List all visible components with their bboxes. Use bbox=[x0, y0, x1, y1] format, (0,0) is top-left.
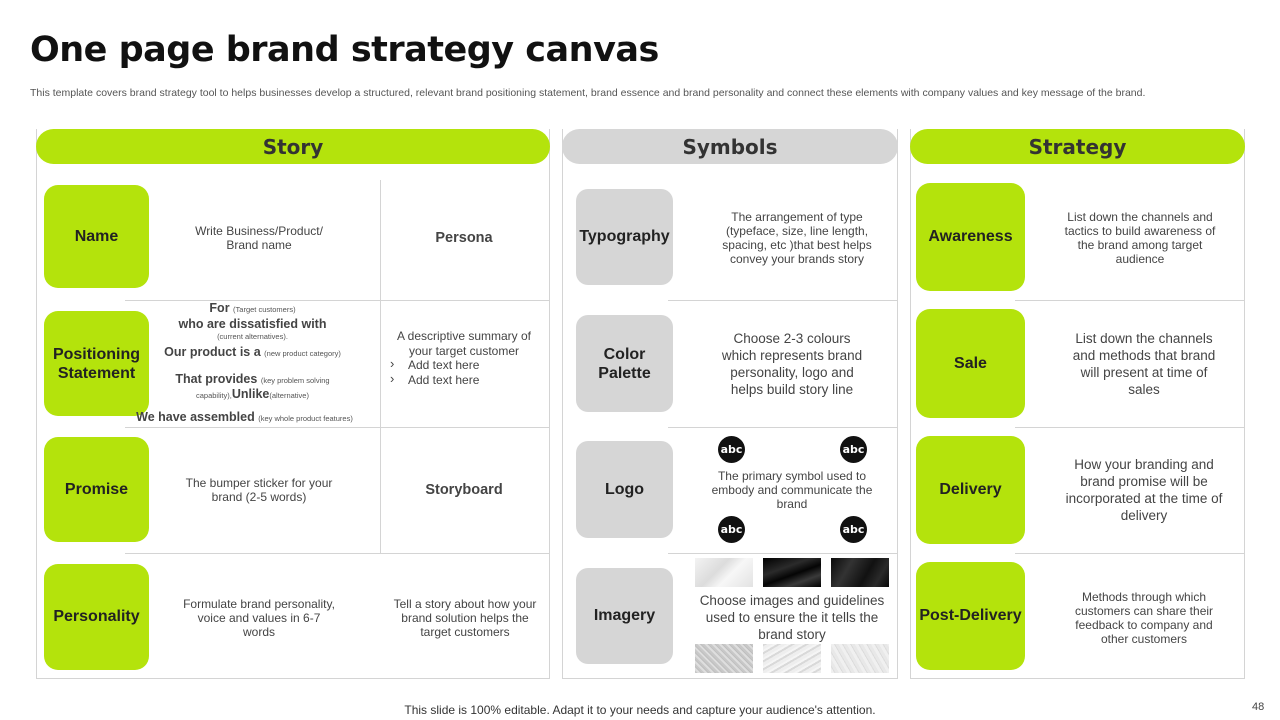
abc-logo-icon: abc bbox=[718, 436, 745, 463]
promise-text: The bumper sticker for your brand (2-5 w… bbox=[185, 475, 333, 504]
abc-logo-icon: abc bbox=[840, 516, 867, 543]
imagery-thumbnail bbox=[831, 558, 889, 587]
personality-box: Personality bbox=[44, 564, 149, 670]
personality-text: Formulate brand personality, voice and v… bbox=[183, 596, 335, 639]
provides-line: That provides (key problem solving bbox=[175, 372, 330, 386]
for-line: For (Target customers) bbox=[209, 301, 296, 315]
symbols-row-divider bbox=[668, 300, 897, 301]
post-delivery-text: Methods through which customers can shar… bbox=[1074, 590, 1214, 646]
name-box: Name bbox=[44, 185, 149, 288]
dissatisfied-note: (current alternatives). bbox=[217, 332, 288, 341]
positioning-statement-template: For (Target customers) who are dissatisf… bbox=[125, 300, 380, 428]
imagery-text: Choose images and guidelines used to ens… bbox=[699, 592, 885, 642]
story-row-divider bbox=[125, 553, 549, 554]
summary-bullet: Add text here bbox=[390, 357, 540, 373]
target-customer-summary: A descriptive summary of your target cus… bbox=[388, 329, 540, 387]
sale-text: List down the channels and methods that … bbox=[1072, 331, 1216, 397]
page-number: 48 bbox=[1252, 701, 1265, 713]
unlike-line: capability),Unlike(alternative) bbox=[196, 387, 309, 401]
abc-logo-icon: abc bbox=[840, 436, 867, 463]
delivery-text: How your branding and brand promise will… bbox=[1065, 457, 1223, 523]
page-subtitle: This template covers brand strategy tool… bbox=[30, 87, 1146, 99]
persona-label: Persona bbox=[435, 229, 493, 246]
strategy-column: Strategy bbox=[910, 129, 1245, 679]
color-palette-box: Color Palette bbox=[576, 315, 673, 412]
strategy-heading: Strategy bbox=[910, 129, 1245, 164]
awareness-box: Awareness bbox=[916, 183, 1025, 291]
logo-text: The primary symbol used to embody and co… bbox=[711, 469, 873, 511]
summary-bullet: Add text here bbox=[390, 372, 540, 388]
footer-note: This slide is 100% editable. Adapt it to… bbox=[404, 703, 876, 717]
storyboard-label: Storyboard bbox=[425, 481, 503, 498]
logo-box: Logo bbox=[576, 441, 673, 538]
imagery-thumbnail bbox=[763, 558, 821, 587]
sale-box: Sale bbox=[916, 309, 1025, 418]
dissatisfied-line: who are dissatisfied with bbox=[178, 317, 327, 331]
story-column: Story bbox=[36, 129, 550, 679]
story-row-divider bbox=[125, 300, 549, 301]
typography-box: Typography bbox=[576, 189, 673, 285]
strategy-row-divider bbox=[1015, 300, 1244, 301]
story-divider bbox=[380, 180, 381, 553]
assembled-line: We have assembled (key whole product fea… bbox=[136, 410, 353, 424]
symbols-heading: Symbols bbox=[562, 129, 898, 164]
typography-text: The arrangement of type (typeface, size,… bbox=[722, 210, 872, 266]
story-heading: Story bbox=[36, 129, 550, 164]
positioning-statement-box: Positioning Statement bbox=[44, 311, 149, 416]
product-line: Our product is a (new product category) bbox=[164, 345, 341, 359]
post-delivery-box: Post-Delivery bbox=[916, 562, 1025, 670]
name-text: Write Business/Product/ Brand name bbox=[195, 223, 323, 252]
abc-logo-icon: abc bbox=[718, 516, 745, 543]
summary-bullets: Add text here Add text here bbox=[390, 357, 540, 388]
color-palette-text: Choose 2-3 colours which represents bran… bbox=[721, 331, 863, 397]
imagery-box: Imagery bbox=[576, 568, 673, 664]
summary-text: A descriptive summary of your target cus… bbox=[396, 329, 532, 358]
imagery-thumbnail bbox=[695, 558, 753, 587]
delivery-box: Delivery bbox=[916, 436, 1025, 544]
symbols-column: Symbols bbox=[562, 129, 898, 679]
symbols-row-divider bbox=[668, 427, 897, 428]
strategy-row-divider bbox=[1015, 553, 1244, 554]
imagery-thumbnail bbox=[831, 644, 889, 673]
awareness-text: List down the channels and tactics to bu… bbox=[1064, 210, 1216, 266]
story-solution-text: Tell a story about how your brand soluti… bbox=[393, 596, 537, 639]
page-title: One page brand strategy canvas bbox=[30, 30, 659, 70]
imagery-thumbnail bbox=[695, 644, 753, 673]
symbols-row-divider bbox=[668, 553, 897, 554]
promise-box: Promise bbox=[44, 437, 149, 542]
imagery-thumbnail bbox=[763, 644, 821, 673]
strategy-row-divider bbox=[1015, 427, 1244, 428]
story-row-divider bbox=[125, 427, 549, 428]
